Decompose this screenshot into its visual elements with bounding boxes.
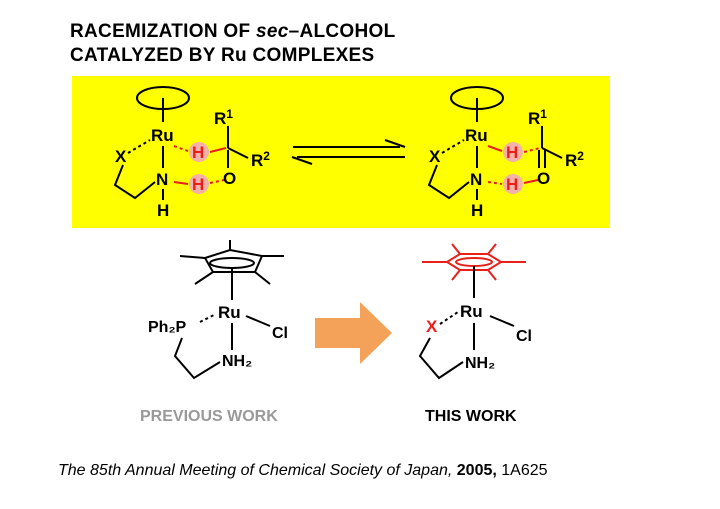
- x-atom: X: [429, 147, 441, 166]
- r2-group: R2: [565, 149, 584, 170]
- n-atom: N: [156, 170, 168, 189]
- ru-atom: Ru: [218, 303, 241, 322]
- citation-journal: The 85th Annual Meeting of Chemical Soci…: [58, 462, 453, 479]
- o-atom: O: [223, 169, 236, 188]
- cl-atom: Cl: [272, 325, 288, 342]
- progress-arrow: [315, 302, 392, 364]
- equilibrium-arrows: [291, 139, 406, 165]
- ru-atom: Ru: [151, 126, 174, 145]
- title-text-post: –ALCOHOL: [288, 21, 396, 42]
- title-text: RACEMIZATION OF: [70, 21, 256, 42]
- cl-atom: Cl: [516, 328, 532, 345]
- proton-h: H: [506, 175, 518, 194]
- left-complex: Ru X N H H H R1 R2 O: [113, 86, 270, 220]
- ph2p-ligand: Ph₂P: [148, 319, 187, 336]
- x-atom: X: [115, 147, 127, 166]
- caption-previous-work: PREVIOUS WORK: [140, 408, 278, 425]
- r2-group: R2: [251, 149, 270, 170]
- previous-catalyst: Ru Ph₂P Cl NH₂: [148, 240, 288, 380]
- page-title: RACEMIZATION OF sec–ALCOHOL CATALYZED BY…: [70, 20, 396, 68]
- nh-hydrogen: H: [157, 201, 169, 220]
- ru-atom: Ru: [465, 126, 488, 145]
- proton-glow: [189, 174, 209, 194]
- title-line-1: RACEMIZATION OF sec–ALCOHOL: [70, 20, 396, 44]
- mechanism-panel: [72, 76, 610, 228]
- citation: The 85th Annual Meeting of Chemical Soci…: [58, 462, 548, 480]
- nh2-group: NH₂: [222, 353, 252, 370]
- proton-glow: [503, 174, 523, 194]
- hydride-h: H: [506, 143, 518, 162]
- title-italic: sec: [256, 21, 289, 42]
- citation-year: 2005,: [456, 462, 497, 479]
- title-line-2: CATALYZED BY Ru COMPLEXES: [70, 45, 375, 66]
- this-catalyst: Ru X Cl NH₂: [418, 243, 532, 380]
- x-atom: X: [426, 317, 438, 336]
- n-atom: N: [470, 170, 482, 189]
- r1-group: R1: [214, 107, 233, 128]
- right-complex: Ru X N H H H R1 R2 O: [427, 86, 584, 220]
- nh2-group: NH₂: [465, 355, 495, 372]
- cp-ring: [203, 248, 264, 273]
- r1-group: R1: [528, 107, 547, 128]
- o-atom: O: [537, 169, 550, 188]
- hydride-h: H: [192, 143, 204, 162]
- hydride-glow: [503, 142, 523, 162]
- hydride-glow: [189, 142, 209, 162]
- citation-code: 1A625: [501, 462, 548, 479]
- caption-this-work: THIS WORK: [425, 408, 517, 425]
- proton-h: H: [192, 175, 204, 194]
- nh-hydrogen: H: [471, 201, 483, 220]
- ru-atom: Ru: [460, 302, 483, 321]
